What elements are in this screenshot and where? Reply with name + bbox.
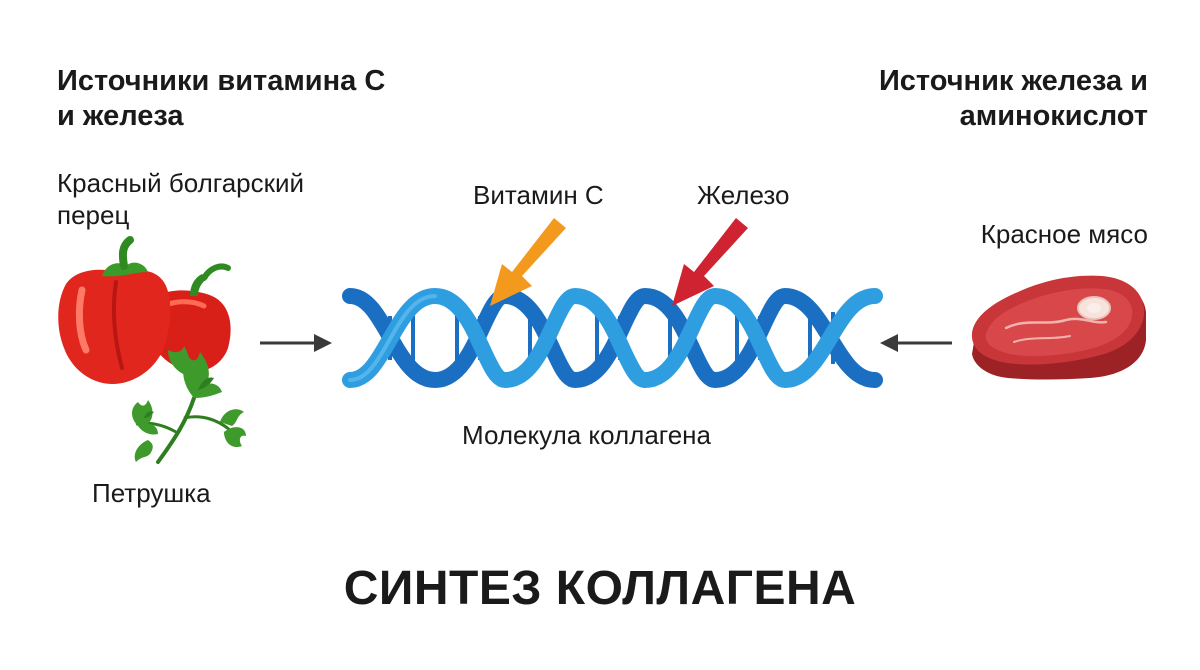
molecule-label: Молекула коллагена [462,420,711,450]
meat-label: Красное мясо [980,219,1148,249]
parsley-label: Петрушка [92,478,211,508]
parsley-icon [132,346,246,464]
dna-helix-icon [342,287,883,389]
iron-label: Железо [697,180,790,210]
iron-arrow-icon [672,218,748,306]
arrow-right-icon [260,334,332,352]
left-heading: Источники витамина С и железа [57,65,386,133]
right-heading: Источник железа и аминокислот [878,65,1148,133]
steak-icon [971,275,1146,380]
arrow-left-icon [880,334,952,352]
page-title: СИНТЕЗ КОЛЛАГЕНА [343,562,857,615]
vitamin-c-arrow-icon [490,218,566,306]
vitamin-c-label: Витамин С [473,180,604,210]
pepper-label: Красный болгарский перец [57,168,305,230]
